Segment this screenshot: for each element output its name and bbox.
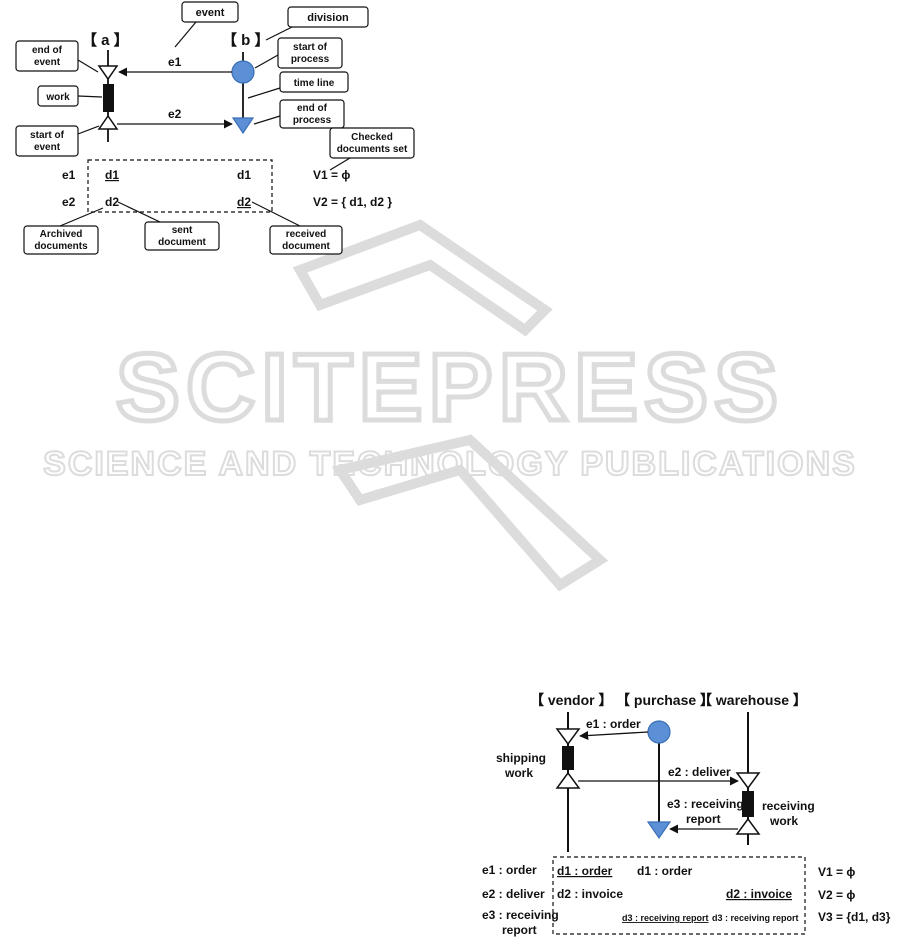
callout-time-line: time line xyxy=(247,71,349,99)
edge-e1-label: e1 xyxy=(168,55,182,69)
ex-row1-event: e1 : order xyxy=(482,863,537,877)
ex-row3-event-line2: report xyxy=(502,923,537,937)
callout-end-of-process-line1: end of xyxy=(297,103,328,114)
ex-row3-event-line1: e3 : receiving xyxy=(482,908,559,922)
warehouse-start-of-event-icon xyxy=(735,817,761,835)
callout-checked-documents-set-line1: Checked xyxy=(351,132,393,143)
callout-archived-documents-line1: Archived xyxy=(40,229,83,240)
ex-row2-event: e2 : deliver xyxy=(482,887,545,901)
edge-order xyxy=(579,730,649,741)
callout-received-document-line2: document xyxy=(282,241,330,252)
callout-checked-documents-set: Checked documents set xyxy=(329,127,415,171)
callout-start-of-process: start of process xyxy=(254,37,343,69)
legend-row2-received: d2 xyxy=(237,195,251,209)
legend-row1-event: e1 xyxy=(62,168,76,182)
lane-b-label: 【 b 】 xyxy=(222,31,270,49)
ex-row3-set: V3 = {d1, d3} xyxy=(818,910,891,924)
lane-warehouse-label: 【 warehouse 】 xyxy=(698,692,807,708)
end-of-process-triangle-icon xyxy=(231,117,255,135)
callout-end-of-event-line2: event xyxy=(34,57,61,68)
legend-row2-event: e2 xyxy=(62,195,76,209)
callout-sent-document-line2: document xyxy=(158,237,206,248)
callout-division: division xyxy=(265,6,369,41)
callout-start-of-event: start of event xyxy=(15,125,100,157)
legend-documents-box xyxy=(87,159,273,213)
start-of-event-triangle-icon xyxy=(97,114,119,130)
warehouse-end-of-event-icon xyxy=(735,772,761,790)
ex-row1-set: V1 = ϕ xyxy=(818,865,855,879)
receiving-work-line2: work xyxy=(769,814,798,828)
edge-receiving-report-line2: report xyxy=(686,812,721,826)
ex-row3-docs-b: d3 : receiving report xyxy=(622,913,709,923)
callout-end-of-event-line1: end of xyxy=(32,45,63,56)
callout-checked-documents-set-line2: documents set xyxy=(337,144,408,155)
ex-row2-docs-c: d2 : invoice xyxy=(726,887,792,901)
callout-work: work xyxy=(37,85,103,107)
purchase-start-circle-icon xyxy=(647,720,671,744)
callout-event: event xyxy=(174,1,239,48)
watermark: SCITEPRESS SCIENCE AND TECHNOLOGY PUBLIC… xyxy=(42,219,857,592)
ex-row3-docs-c: d3 : receiving report xyxy=(712,913,799,923)
edge-receiving-report-line1: e3 : receiving xyxy=(667,797,744,811)
work-bar xyxy=(103,84,114,112)
legend-row1-received: d1 xyxy=(237,168,251,182)
edge-order-label: e1 : order xyxy=(586,717,641,731)
purchase-end-triangle-icon xyxy=(646,821,672,840)
receiving-work-line1: receiving xyxy=(762,799,815,813)
lane-purchase-label: 【 purchase 】 xyxy=(616,692,714,708)
example-diagram: 【 vendor 】 【 purchase 】 【 warehouse 】 sh… xyxy=(482,692,891,937)
vendor-end-of-event-icon xyxy=(555,728,581,746)
callout-event-label: event xyxy=(196,7,225,19)
shipping-work-line2: work xyxy=(504,766,533,780)
callout-work-label: work xyxy=(45,92,70,103)
receiving-work-bar xyxy=(742,791,754,817)
lane-a-label: 【 a 】 xyxy=(82,31,129,49)
vendor-start-of-event-icon xyxy=(555,771,581,789)
ex-row1-docs-a: d1 : order xyxy=(557,864,613,878)
callout-end-of-process: end of process xyxy=(253,99,345,129)
callout-archived-documents: Archived documents xyxy=(23,207,104,255)
callout-end-of-process-line2: process xyxy=(293,115,332,126)
callout-start-of-process-line2: process xyxy=(291,54,330,65)
callout-received-document: received document xyxy=(251,201,343,255)
watermark-book-icon xyxy=(292,219,609,592)
shipping-work-line1: shipping xyxy=(496,751,546,765)
callout-start-of-event-line2: event xyxy=(34,142,61,153)
callout-sent-document-line1: sent xyxy=(172,225,193,236)
legend-row1-set: V1 = ϕ xyxy=(313,168,350,182)
callout-division-label: division xyxy=(307,12,349,24)
callout-start-of-event-line1: start of xyxy=(30,130,65,141)
legend-row2-set: V2 = { d1, d2 } xyxy=(313,195,392,209)
callout-time-line-label: time line xyxy=(294,78,335,89)
callout-start-of-process-line1: start of xyxy=(293,42,328,53)
end-of-event-triangle-icon xyxy=(97,65,119,81)
lane-vendor-label: 【 vendor 】 xyxy=(530,692,612,708)
edge-e2-label: e2 xyxy=(168,107,182,121)
callout-end-of-event: end of event xyxy=(15,40,99,73)
legend-row2-sent: d2 xyxy=(105,195,119,209)
shipping-work-bar xyxy=(562,746,574,770)
callout-archived-documents-line2: documents xyxy=(34,241,88,252)
watermark-subtitle: SCIENCE AND TECHNOLOGY PUBLICATIONS xyxy=(43,445,857,483)
legend-diagram: 【 a 】 【 b 】 e1 e2 event division e xyxy=(15,1,415,255)
callout-sent-document: sent document xyxy=(117,201,220,251)
example-documents-box xyxy=(552,856,806,935)
callout-received-document-line1: received xyxy=(286,229,327,240)
ex-row1-docs-b: d1 : order xyxy=(637,864,693,878)
legend-row1-sent: d1 xyxy=(105,168,119,182)
edge-deliver-label: e2 : deliver xyxy=(668,765,731,779)
start-of-process-circle-icon xyxy=(231,60,255,84)
watermark-title: SCITEPRESS xyxy=(116,334,784,441)
ex-row2-set: V2 = ϕ xyxy=(818,888,855,902)
ex-row2-docs-a: d2 : invoice xyxy=(557,887,623,901)
